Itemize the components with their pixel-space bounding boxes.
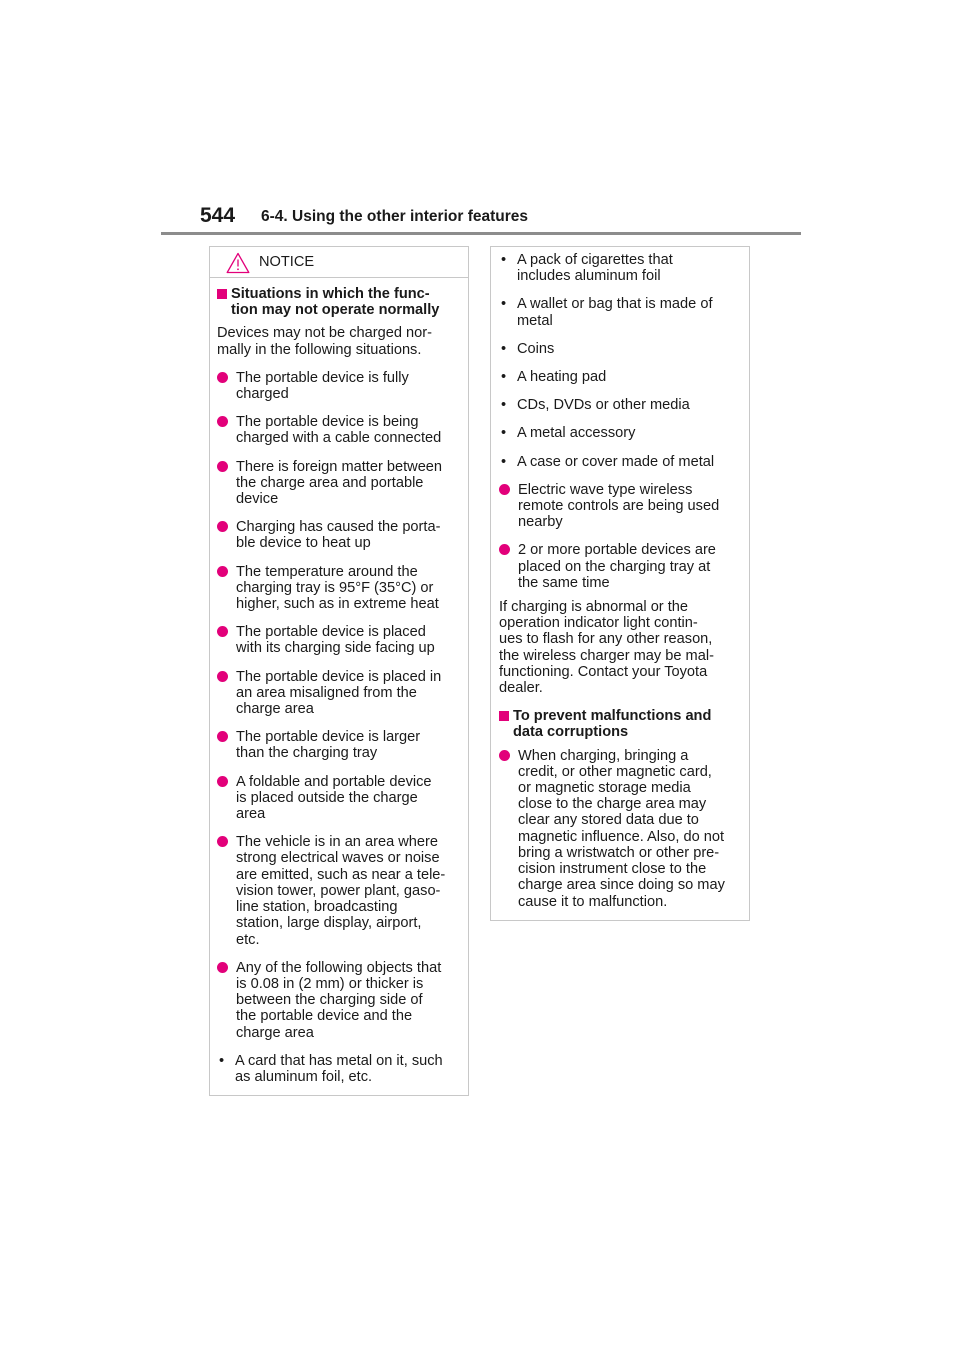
list-item: Charging has caused the porta- ble devic… xyxy=(217,519,460,551)
header-rule xyxy=(161,232,801,235)
list-item: The portable device is larger than the c… xyxy=(217,729,460,761)
section-heading-text: To prevent malfunctions and data corrupt… xyxy=(513,708,712,741)
sub-list-item: • A metal accessory xyxy=(499,425,739,441)
sub-list-item-text: A pack of cigarettes that includes alumi… xyxy=(517,252,673,285)
square-bullet-icon xyxy=(499,711,509,722)
sub-list-item-text: A case or cover made of metal xyxy=(517,453,715,470)
circle-bullet-icon xyxy=(499,749,510,761)
circle-bullet-icon xyxy=(217,961,228,973)
sub-list-item-text: Coins xyxy=(517,340,555,357)
sub-list-item-text: A wallet or bag that is made of metal xyxy=(517,296,713,329)
sub-list-item: • A card that has metal on it, such as al… xyxy=(217,1053,460,1085)
list-item: The portable device is fully charged xyxy=(217,370,460,402)
dot-marker: • xyxy=(501,425,507,442)
list-item-text: Any of the following objects that is 0.0… xyxy=(236,959,442,1041)
dot-marker: • xyxy=(501,252,507,268)
list-item: The portable device is placed with its c… xyxy=(217,624,460,656)
list-item-text: The temperature around the charging tray… xyxy=(236,563,439,613)
list-item: The vehicle is in an area where strong e… xyxy=(217,834,460,948)
circle-bullet-icon xyxy=(217,670,228,682)
square-bullet-icon xyxy=(217,289,227,299)
circle-bullet-icon xyxy=(499,483,510,495)
list-item-text: The portable device is larger than the c… xyxy=(236,729,421,762)
list-item-text: 2 or more portable devices are placed on… xyxy=(518,542,716,591)
list-item: Electric wave type wireless remote contr… xyxy=(499,482,739,531)
list-item: There is foreign matter between the char… xyxy=(217,459,460,508)
list-item-text: The portable device is fully charged xyxy=(236,369,409,403)
section-heading: Situations in which the func- tion may n… xyxy=(217,286,460,318)
list-item: A foldable and portable device is placed… xyxy=(217,774,460,823)
dot-marker: • xyxy=(219,1052,225,1069)
section-heading-text: Situations in which the func- tion may n… xyxy=(231,286,440,319)
section-heading: To prevent malfunctions and data corrupt… xyxy=(499,708,739,740)
intro-paragraph: Devices may not be charged nor- mally in… xyxy=(217,325,432,358)
list-item: 2 or more portable devices are placed on… xyxy=(499,542,739,591)
list-item-text: The vehicle is in an area where strong e… xyxy=(236,834,446,948)
abnormal-charging-paragraph: If charging is abnormal or the operation… xyxy=(499,599,714,697)
sub-list-item: • A case or cover made of metal xyxy=(499,454,739,470)
sub-list-item: • CDs, DVDs or other media xyxy=(499,397,739,413)
page-header: 544 6-4. Using the other interior featur… xyxy=(200,204,800,234)
dot-marker: • xyxy=(501,397,507,414)
list-item: The portable device is placed in an area… xyxy=(217,669,460,718)
sub-list-item: • A wallet or bag that is made of metal xyxy=(499,296,739,328)
warning-triangle-icon xyxy=(226,252,250,274)
sub-list-item: • A pack of cigarettes that includes alum… xyxy=(499,252,739,284)
sub-list-item: • A heating pad xyxy=(499,369,739,385)
sub-list-item-text: CDs, DVDs or other media xyxy=(517,397,690,414)
circle-bullet-icon xyxy=(217,460,228,472)
dot-marker: • xyxy=(501,369,507,386)
list-item: The portable device is being charged wit… xyxy=(217,414,460,446)
sub-list-item-text: A heating pad xyxy=(517,369,607,386)
circle-bullet-icon xyxy=(499,544,510,556)
list-item-text: There is foreign matter between the char… xyxy=(236,458,443,508)
sub-list-item: • Coins xyxy=(499,341,739,357)
circle-bullet-icon xyxy=(217,731,228,743)
circle-bullet-icon xyxy=(217,521,228,533)
list-item-text: The portable device is placed with its c… xyxy=(236,624,435,657)
circle-bullet-icon xyxy=(217,626,228,638)
notice-box-left-column: NOTICE Situations in which the func- tio… xyxy=(209,246,469,1096)
list-item-text: When charging, bringing a credit, or oth… xyxy=(518,747,725,910)
list-item-text: A foldable and portable device is placed… xyxy=(236,773,432,823)
circle-bullet-icon xyxy=(217,371,228,383)
list-item-text: Electric wave type wireless remote contr… xyxy=(518,481,720,531)
list-item: The temperature around the charging tray… xyxy=(217,564,460,613)
dot-marker: • xyxy=(501,340,507,357)
circle-bullet-icon xyxy=(217,416,228,428)
notice-label: NOTICE xyxy=(259,254,315,270)
circle-bullet-icon xyxy=(217,836,228,848)
page-number: 544 xyxy=(200,204,236,227)
sub-list-item-text: A card that has metal on it, such as alu… xyxy=(235,1052,443,1085)
circle-bullet-icon xyxy=(217,775,228,787)
dot-marker: • xyxy=(501,453,507,470)
list-item-text: The portable device is being charged wit… xyxy=(236,414,442,447)
sub-list-item-text: A metal accessory xyxy=(517,425,636,442)
list-item: Any of the following objects that is 0.0… xyxy=(217,960,460,1041)
circle-bullet-icon xyxy=(217,565,228,577)
list-item-text: Charging has caused the porta- ble devic… xyxy=(236,519,441,552)
dot-marker: • xyxy=(501,296,507,313)
notice-header: NOTICE xyxy=(210,247,468,278)
section-title: 6-4. Using the other interior features xyxy=(261,208,528,225)
notice-box-right-column: • A pack of cigarettes that includes alum… xyxy=(490,246,750,921)
list-item-text: The portable device is placed in an area… xyxy=(236,668,442,718)
list-item: When charging, bringing a credit, or oth… xyxy=(499,748,739,910)
